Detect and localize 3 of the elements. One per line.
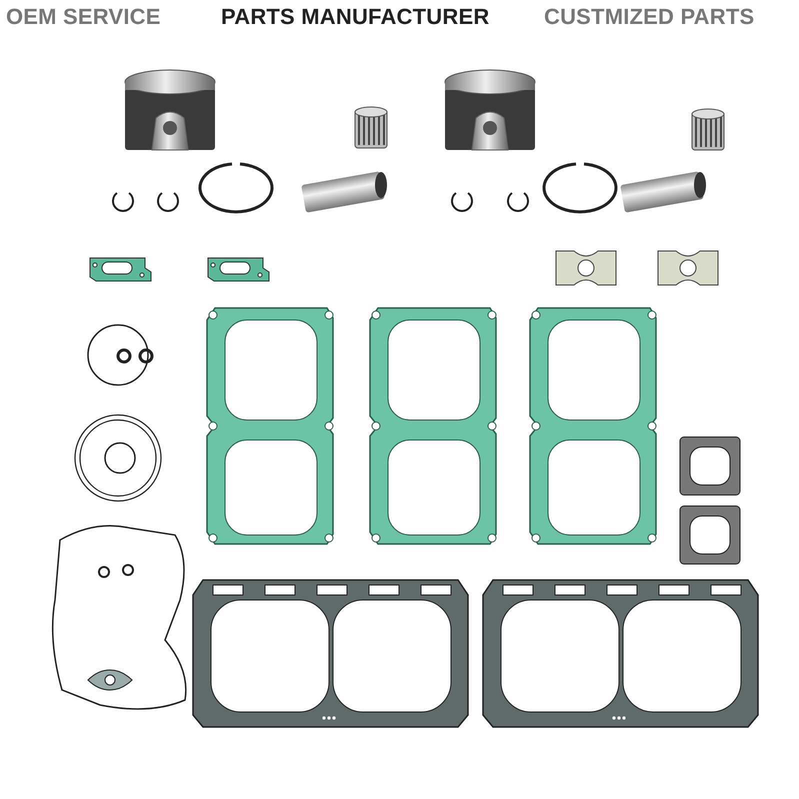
header-text: PARTS MANUFACTURER [221, 4, 490, 30]
header-text: CUSTMIZED PARTS [544, 4, 754, 30]
header-text: OEM SERVICE [6, 4, 161, 30]
